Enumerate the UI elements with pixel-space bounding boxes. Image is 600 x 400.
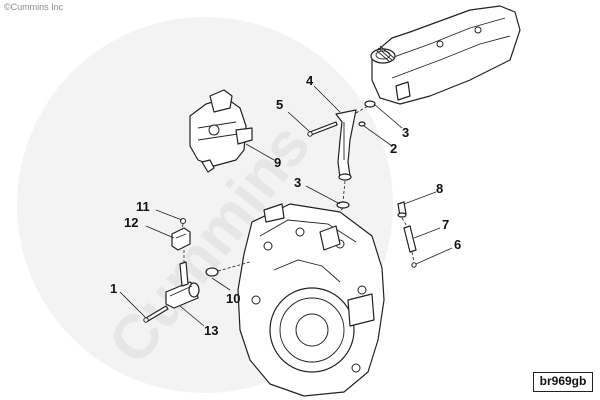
callout-8: 8 [436,181,444,196]
callout-2: 2 [390,141,398,156]
screw-6 [411,262,417,268]
callout-13: 13 [204,323,219,338]
valve-cover [370,5,521,105]
callout-12: 12 [124,215,139,230]
callout-3-upper: 3 [402,125,410,140]
injector-7 [403,225,417,253]
injector-8 [397,201,407,218]
breather-tube [335,109,357,181]
callout-7: 7 [442,217,450,232]
o-ring-10 [205,267,219,277]
leader-lines [119,85,453,327]
o-ring-lower [336,201,350,209]
callout-4: 4 [306,73,314,88]
figure-id-label: br969gb [533,372,593,392]
air-compressor [189,89,253,173]
actuator-13 [165,261,200,309]
callout-6: 6 [454,237,462,252]
sensor-assembly [171,218,191,251]
callout-11: 11 [136,199,150,214]
screw-5 [307,121,338,137]
callout-10: 10 [226,291,241,306]
screw-1 [143,305,169,323]
callout-3-lower: 3 [294,175,302,190]
callout-9: 9 [274,155,282,170]
gear-housing [237,203,385,397]
callout-1: 1 [110,281,118,296]
copyright-notice: ©Cummins Inc [4,2,64,12]
callout-5: 5 [276,97,284,112]
o-ring-upper [364,100,376,108]
washer-2 [358,121,366,127]
